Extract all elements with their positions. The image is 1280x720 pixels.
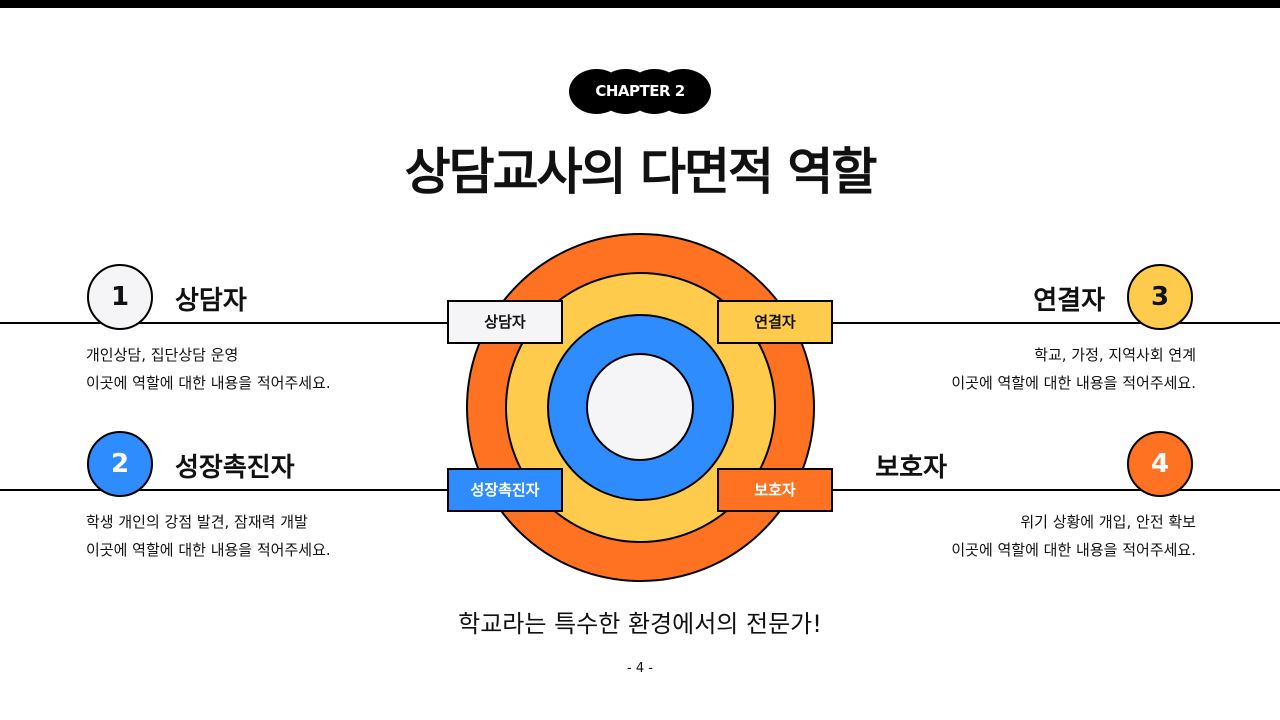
role-number-3: 3: [1127, 264, 1193, 330]
label-protector: 보호자: [717, 468, 833, 512]
role-title-4: 보호자: [875, 453, 947, 483]
center-circle: [586, 353, 694, 461]
role-title-2: 성장촉진자: [175, 453, 295, 483]
role-number-2: 2: [87, 431, 153, 497]
top-bar: [0, 0, 1280, 8]
chapter-badge: CHAPTER 2: [569, 69, 711, 114]
label-connector: 연결자: [717, 300, 833, 344]
tagline: 학교라는 특수한 환경에서의 전문가!: [458, 610, 822, 638]
role-number-1: 1: [87, 264, 153, 330]
label-counselor: 상담자: [447, 300, 563, 344]
label-growth-facilitator: 성장촉진자: [447, 468, 563, 512]
chapter-label: CHAPTER 2: [595, 82, 685, 100]
page-number: - 4 -: [627, 661, 653, 676]
role-number-4: 4: [1127, 431, 1193, 497]
role-title-1: 상담자: [175, 286, 247, 316]
role-title-3: 연결자: [1033, 286, 1105, 316]
page-title: 상담교사의 다면적 역할: [404, 143, 878, 201]
